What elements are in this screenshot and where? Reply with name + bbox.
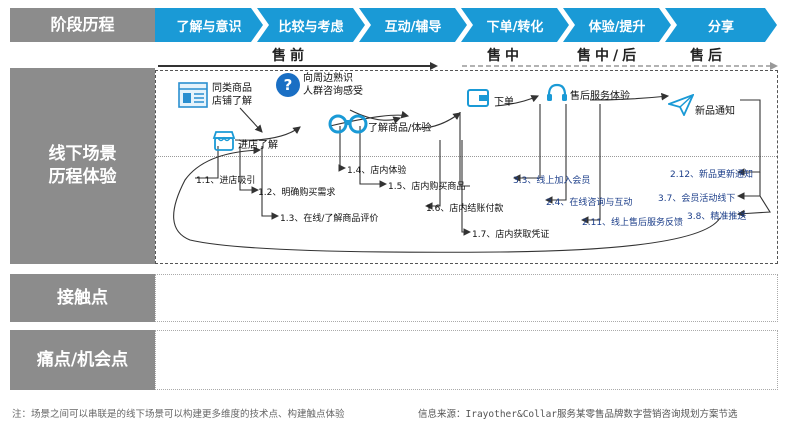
stage-share: 分享 [665,8,777,42]
node-similar-store: 同类商品 店铺了解 [212,83,252,107]
stage-compare: 比较与考虑 [257,8,365,42]
step-1-7: 1.7、店内获取凭证 [472,230,550,240]
row-label-stage: 阶段历程 [10,8,155,42]
step-1-3: 1.3、在线/了解商品评价 [280,214,379,224]
scene-divider [155,156,777,157]
phase-mid-post: 售中/后 [577,48,641,64]
node-nearby-consult: 向周边熟识 人群咨询感受 [303,73,363,97]
node-enter-store: 进店了解 [238,140,278,151]
row-label-touchpoint: 接触点 [10,274,155,322]
stage-experience: 体验/提升 [563,8,671,42]
footer-source: 信息来源：Irayother&Collar服务某零售品牌数字营销咨询规划方案节选 [418,409,738,420]
scene-region [155,70,778,264]
node-order: 下单 [494,97,514,108]
step-2-4: 2.4、在线咨询与互动 [546,198,633,208]
phase-mid: 售中 [487,48,523,64]
node-new-notice: 新品通知 [695,106,735,117]
browser-window-icon [178,82,208,108]
step-2-11: 2.11、线上售后服务反馈 [582,218,684,228]
stage-awareness: 了解与意识 [155,8,263,42]
svg-text:?: ? [284,76,293,94]
step-1-5: 1.5、店内购买商品 [388,182,466,192]
storefront-icon [212,131,236,151]
wallet-icon [467,89,489,107]
row-label-painpoint: 痛点/机会点 [10,330,155,390]
step-3-3: 3.3、线上加入会员 [513,176,591,186]
step-1-4: 1.4、店内体验 [347,166,407,176]
node-know-product: 了解商品/体验 [368,123,432,134]
paper-plane-icon [668,94,694,116]
touchpoint-region [155,274,778,322]
headset-icon [547,83,567,101]
step-1-1: 1.1、进店吸引 [196,176,256,186]
phase-pre: 售前 [272,48,308,64]
step-3-8: 3.8、精准推送 [687,212,747,222]
step-3-7: 3.7、会员活动线下 [658,194,736,204]
step-1-6: 1.6、店内结账付款 [426,204,504,214]
node-after-sales: 售后服务体验 [570,91,630,102]
footer-note: 注：场景之间可以串联是的线下场景可以构建更多维度的技术点、构建触点体验 [12,409,345,420]
binoculars-icon [328,114,368,134]
phase-post: 售后 [690,48,726,64]
question-icon: ? [276,73,300,97]
painpoint-region [155,330,778,390]
stage-interact: 互动/辅导 [359,8,467,42]
step-2-12: 2.12、新品更新通知 [670,170,754,180]
row-label-scene: 线下场景 历程体验 [10,68,155,264]
stage-order: 下单/转化 [461,8,569,42]
step-1-2: 1.2、明确购买需求 [258,188,336,198]
